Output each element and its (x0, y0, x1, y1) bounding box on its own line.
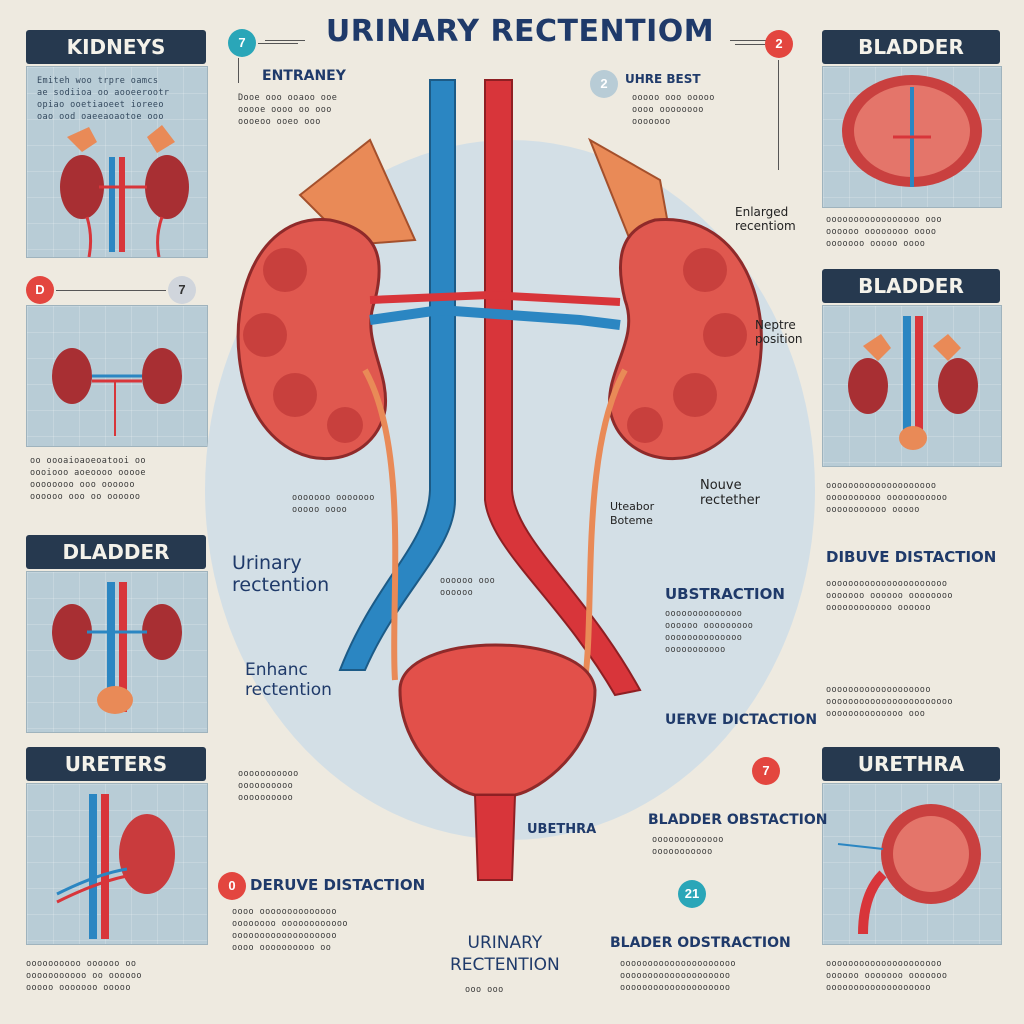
connector-line (238, 58, 239, 83)
section-header-ureters: URETERS (26, 747, 206, 781)
aorta (484, 79, 642, 697)
left-ureter (362, 368, 399, 681)
step-badge-left-2: D (26, 276, 54, 304)
ureters-panel (26, 783, 208, 945)
kidneys-panel-2 (26, 305, 208, 447)
caption-deruve: oooo oooooooooooooo oooooooo ooooooooooo… (232, 907, 348, 953)
title-rule-right (730, 40, 768, 41)
distaction-description-2: ooooooooooooooooooo oooooooooooooooooooo… (826, 685, 953, 719)
vena-cava (338, 79, 456, 671)
label-urethra: UBETHRA (527, 822, 597, 837)
label-deruve-distaction: DERUVE DISTACTION (250, 876, 426, 894)
urethra-panel (822, 783, 1002, 945)
label-ureter-note: Uteabor Boteme (610, 500, 655, 527)
caption-entraney: Dooe ooo ooaoo ooe ooooe oooo oo ooo ooo… (238, 93, 338, 127)
label-dibuve-distaction: DIBUVE DISTACTION (826, 548, 997, 566)
bladder-panel-2 (822, 305, 1002, 467)
caption-obstraction: oooooooooooooo oooooo ooooooooo oooooooo… (665, 609, 754, 655)
label-bladder-obstaction: BLADDER OBSTACTION (648, 812, 828, 828)
bladder-description-2: oooooooooooooooooooo oooooooooo oooooooo… (826, 481, 948, 515)
urethra (473, 794, 517, 881)
dladder-panel (26, 571, 208, 733)
connector-line (778, 60, 779, 170)
distaction-description: oooooooooooooooooooooo ooooooo oooooo oo… (826, 579, 953, 613)
left-kidney-lobes (243, 248, 363, 443)
kidneys-panel: Emiteh woo trpre oamcs ae sodiioa oo aoo… (26, 66, 208, 258)
caption-bladder-obstaction: ooooooooooooo ooooooooooo (652, 835, 724, 857)
caption-urinary-bottom: ooo ooo (465, 985, 504, 995)
kidneys-thumbnail (60, 125, 189, 257)
label-urinary-rectention: Urinary rectention (232, 552, 330, 596)
label-uerve-dictaction: UERVE DICTACTION (665, 712, 818, 728)
right-ureter (582, 368, 628, 681)
urinary-system-diagram (236, 79, 763, 881)
renal-veins (369, 304, 621, 330)
urethra-thumbnail (837, 804, 981, 935)
kidneys-thumbnail-2 (52, 348, 182, 436)
step-badge-left-3: 7 (168, 276, 196, 304)
label-uhre-beat: UHRE BEST (625, 72, 701, 86)
page-title: URINARY RECTENTIOM (325, 14, 715, 49)
label-entraney: ENTRANEY (262, 68, 346, 84)
caption-blader-odstraction: ooooooooooooooooooooo oooooooooooooooooo… (620, 959, 736, 993)
step-badge-left-1: 7 (228, 29, 256, 57)
bladder-panel-1 (822, 66, 1002, 208)
connector-line (56, 290, 166, 291)
label-nouve-rectether: Nouve rectether (700, 478, 760, 508)
ureters-description: oooooooooo oooooo oo ooooooooooo oo oooo… (26, 959, 142, 993)
caption-center-bottom: oooooo ooo oooooo (440, 576, 496, 598)
bladder-description-1: ooooooooooooooooo ooo oooooo oooooooo oo… (826, 215, 942, 249)
kidneys-description: oo oooaioaoeoatooi oo oooiooo aoeoooo oo… (30, 456, 146, 502)
section-header-bladder-1: BLADDER (822, 30, 1000, 64)
step-badge-right-1: 2 (765, 30, 793, 58)
connector-line (735, 44, 765, 45)
label-enlarged: Enlarged recentiom (735, 205, 796, 233)
step-badge-center: 2 (590, 70, 618, 98)
section-header-kidneys: KIDNEYS (26, 30, 206, 64)
label-urinary-rectention-bottom: URINARY RECTENTION (450, 933, 560, 975)
urethra-description: ooooooooooooooooooooo oooooo ooooooo ooo… (826, 959, 948, 993)
bladder-thumbnail-1 (842, 75, 982, 187)
step-badge-right-2: 7 (752, 757, 780, 785)
right-kidney-lobes (627, 248, 747, 443)
caption-left-middle: ooooooooooo oooooooooo oooooooooo (238, 769, 299, 803)
connector-line (258, 43, 298, 44)
bladder-thumbnail-2 (848, 316, 978, 450)
label-blader-odstraction: BLADER ODSTRACTION (610, 935, 791, 951)
ureters-thumbnail (56, 794, 175, 939)
step-badge-middle: 21 (678, 880, 706, 908)
renal-arteries (369, 290, 621, 306)
section-header-bladder-2: BLADDER (822, 269, 1000, 303)
kidneys-panel-text: Emiteh woo trpre oamcs ae sodiioa oo aoo… (37, 76, 170, 122)
section-header-dladder: DLADDER (26, 535, 206, 569)
caption-uhre-beat: ooooo ooo ooooo oooo oooooooo ooooooo (632, 93, 715, 127)
dladder-thumbnail (52, 582, 182, 714)
section-header-urethra: URETHRA (822, 747, 1000, 781)
label-nephro: Neptre position (755, 318, 803, 346)
step-badge-deruve: 0 (218, 872, 246, 900)
urinary-bladder (398, 643, 597, 797)
label-enhanc-rectention: Enhanc rectention (245, 660, 332, 700)
title-rule-left (265, 40, 305, 41)
caption-center-left: ooooooo ooooooo ooooo oooo (292, 493, 375, 515)
label-obstraction: UBSTRACTION (665, 585, 785, 603)
